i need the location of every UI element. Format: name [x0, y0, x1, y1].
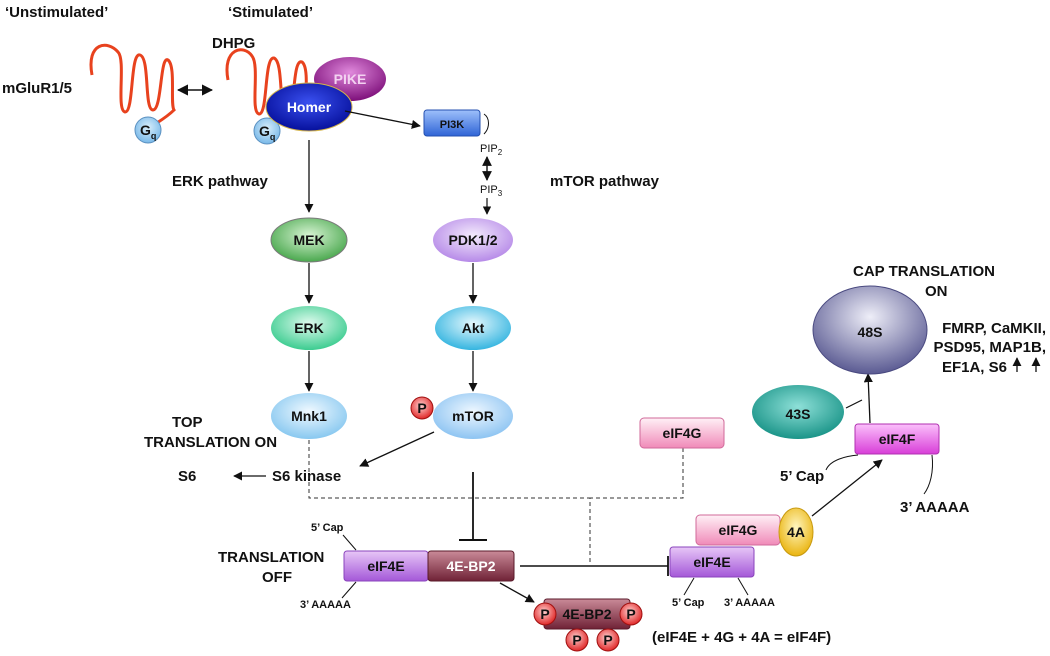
- cap-5-right: 5’ Cap: [672, 597, 705, 609]
- phospho-mtor-icon: [410, 396, 434, 420]
- mglur-receptor-stimulated-icon: [225, 48, 308, 116]
- arrow-assembly-eif4f: [811, 459, 883, 517]
- bp2-left-label: 4E-BP2: [446, 558, 495, 574]
- eif4f-label: eIF4F: [879, 431, 916, 447]
- homer-label: Homer: [287, 99, 332, 115]
- polya-eif4f: 3’ AAAAA: [900, 499, 970, 516]
- eif4a-node: [778, 507, 814, 557]
- targets-label-3: EF1A, S6: [942, 359, 1007, 376]
- gq-label-unstimulated: Gq: [140, 122, 156, 141]
- translation-off-label-1: TRANSLATION: [218, 549, 324, 566]
- polya-right-line: [737, 577, 749, 596]
- arrow-eif4f-48s: [863, 373, 873, 424]
- eif4a-label: 4A: [787, 524, 805, 540]
- gq-label-stimulated: Gq: [259, 123, 275, 142]
- phospho-4-label: P: [603, 632, 612, 648]
- phospho-1-label: P: [540, 606, 549, 622]
- arrow-4ebp2-phos: [499, 582, 535, 603]
- cap-translation-label-2: ON: [925, 283, 948, 300]
- bp2-left-node: [427, 550, 515, 582]
- phospho-3-label: P: [572, 632, 581, 648]
- cap-5-left-line: [342, 534, 357, 551]
- header-stimulated: ‘Stimulated’: [228, 4, 313, 21]
- bp2-phos-label: 4E-BP2: [562, 606, 611, 622]
- akt-node: [435, 306, 511, 350]
- cap-5-eif4f-line: [825, 454, 859, 471]
- phospho-1-icon: [533, 602, 557, 626]
- translation-off-label-2: OFF: [262, 569, 292, 586]
- pdk-node: [433, 218, 513, 262]
- s43-label: 43S: [786, 406, 811, 422]
- top-translation-label-2: TRANSLATION ON: [144, 434, 277, 451]
- erk-node: [271, 306, 347, 350]
- mnk1-node: [271, 393, 347, 439]
- phospho-mtor-label: P: [417, 400, 426, 416]
- eif4e-right-node: [669, 546, 755, 578]
- phospho-3-icon: [565, 628, 589, 652]
- arrow-homer-pi3k: [344, 110, 421, 129]
- eif4g-top-node: [639, 417, 725, 449]
- polya-eif4f-line: [923, 454, 933, 495]
- polya-left: 3’ AAAAA: [300, 599, 351, 611]
- erk-label: ERK: [294, 320, 324, 336]
- mtor-node: [433, 393, 513, 439]
- eif4g-mid-label: eIF4G: [719, 522, 758, 538]
- mek-label: MEK: [293, 232, 324, 248]
- pdk-label: PDK1/2: [448, 232, 497, 248]
- cap-5-eif4f: 5’ Cap: [780, 468, 824, 485]
- s6-label: S6: [178, 468, 196, 485]
- mtor-pathway-label: mTOR pathway: [550, 173, 660, 190]
- polya-right: 3’ AAAAA: [724, 597, 775, 609]
- akt-label: Akt: [462, 320, 485, 336]
- homer-node: [265, 82, 353, 132]
- pip2-label: PIP2: [480, 143, 503, 157]
- pip3-label: PIP3: [480, 184, 503, 198]
- s48-label: 48S: [858, 324, 883, 340]
- phospho-2-label: P: [626, 606, 635, 622]
- s48-node: [812, 285, 928, 375]
- dashed-eif4g-link: [589, 448, 684, 562]
- gq-protein-stimulated: [253, 117, 281, 145]
- s43-node: [752, 385, 844, 439]
- erk-pathway-label: ERK pathway: [172, 173, 269, 190]
- phospho-4-icon: [596, 628, 620, 652]
- mnk1-label: Mnk1: [291, 408, 327, 424]
- pike-label: PIKE: [334, 71, 367, 87]
- pi3k-bracket: [483, 113, 489, 135]
- arrow-mtor-s6kinase: [359, 431, 435, 467]
- cap-5-right-line: [683, 577, 695, 596]
- pi3k-node: [423, 109, 481, 137]
- mtor-label: mTOR: [452, 408, 494, 424]
- phospho-2-icon: [619, 602, 643, 626]
- eif4e-left-label: eIF4E: [367, 558, 404, 574]
- s43-to-48s-line: [845, 399, 863, 409]
- eif4e-right-label: eIF4E: [693, 554, 730, 570]
- mglur-label: mGluR1/5: [2, 80, 72, 97]
- targets-label-1: FMRP, CaMKII,: [942, 320, 1046, 337]
- eif4f-equation: (eIF4E + 4G + 4A = eIF4F): [652, 629, 831, 646]
- header-unstimulated: ‘Unstimulated’: [5, 4, 108, 21]
- polya-left-line: [341, 581, 357, 599]
- mek-node: [270, 217, 348, 263]
- cap-translation-label-1: CAP TRANSLATION: [853, 263, 995, 280]
- gq-protein-unstimulated: [134, 116, 162, 144]
- mglur-receptor-unstimulated-icon: [89, 43, 176, 131]
- s6-kinase-label: S6 kinase: [272, 468, 341, 485]
- top-translation-label-1: TOP: [172, 414, 203, 431]
- dashed-mnk1-link: [308, 440, 590, 499]
- eif4g-top-label: eIF4G: [663, 425, 702, 441]
- eif4f-node: [854, 423, 940, 455]
- dhpg-label: DHPG: [212, 35, 255, 52]
- cap-5-left: 5’ Cap: [311, 522, 344, 534]
- pi3k-label: PI3K: [440, 119, 465, 131]
- targets-label-2: PSD95, MAP1B,: [933, 339, 1046, 356]
